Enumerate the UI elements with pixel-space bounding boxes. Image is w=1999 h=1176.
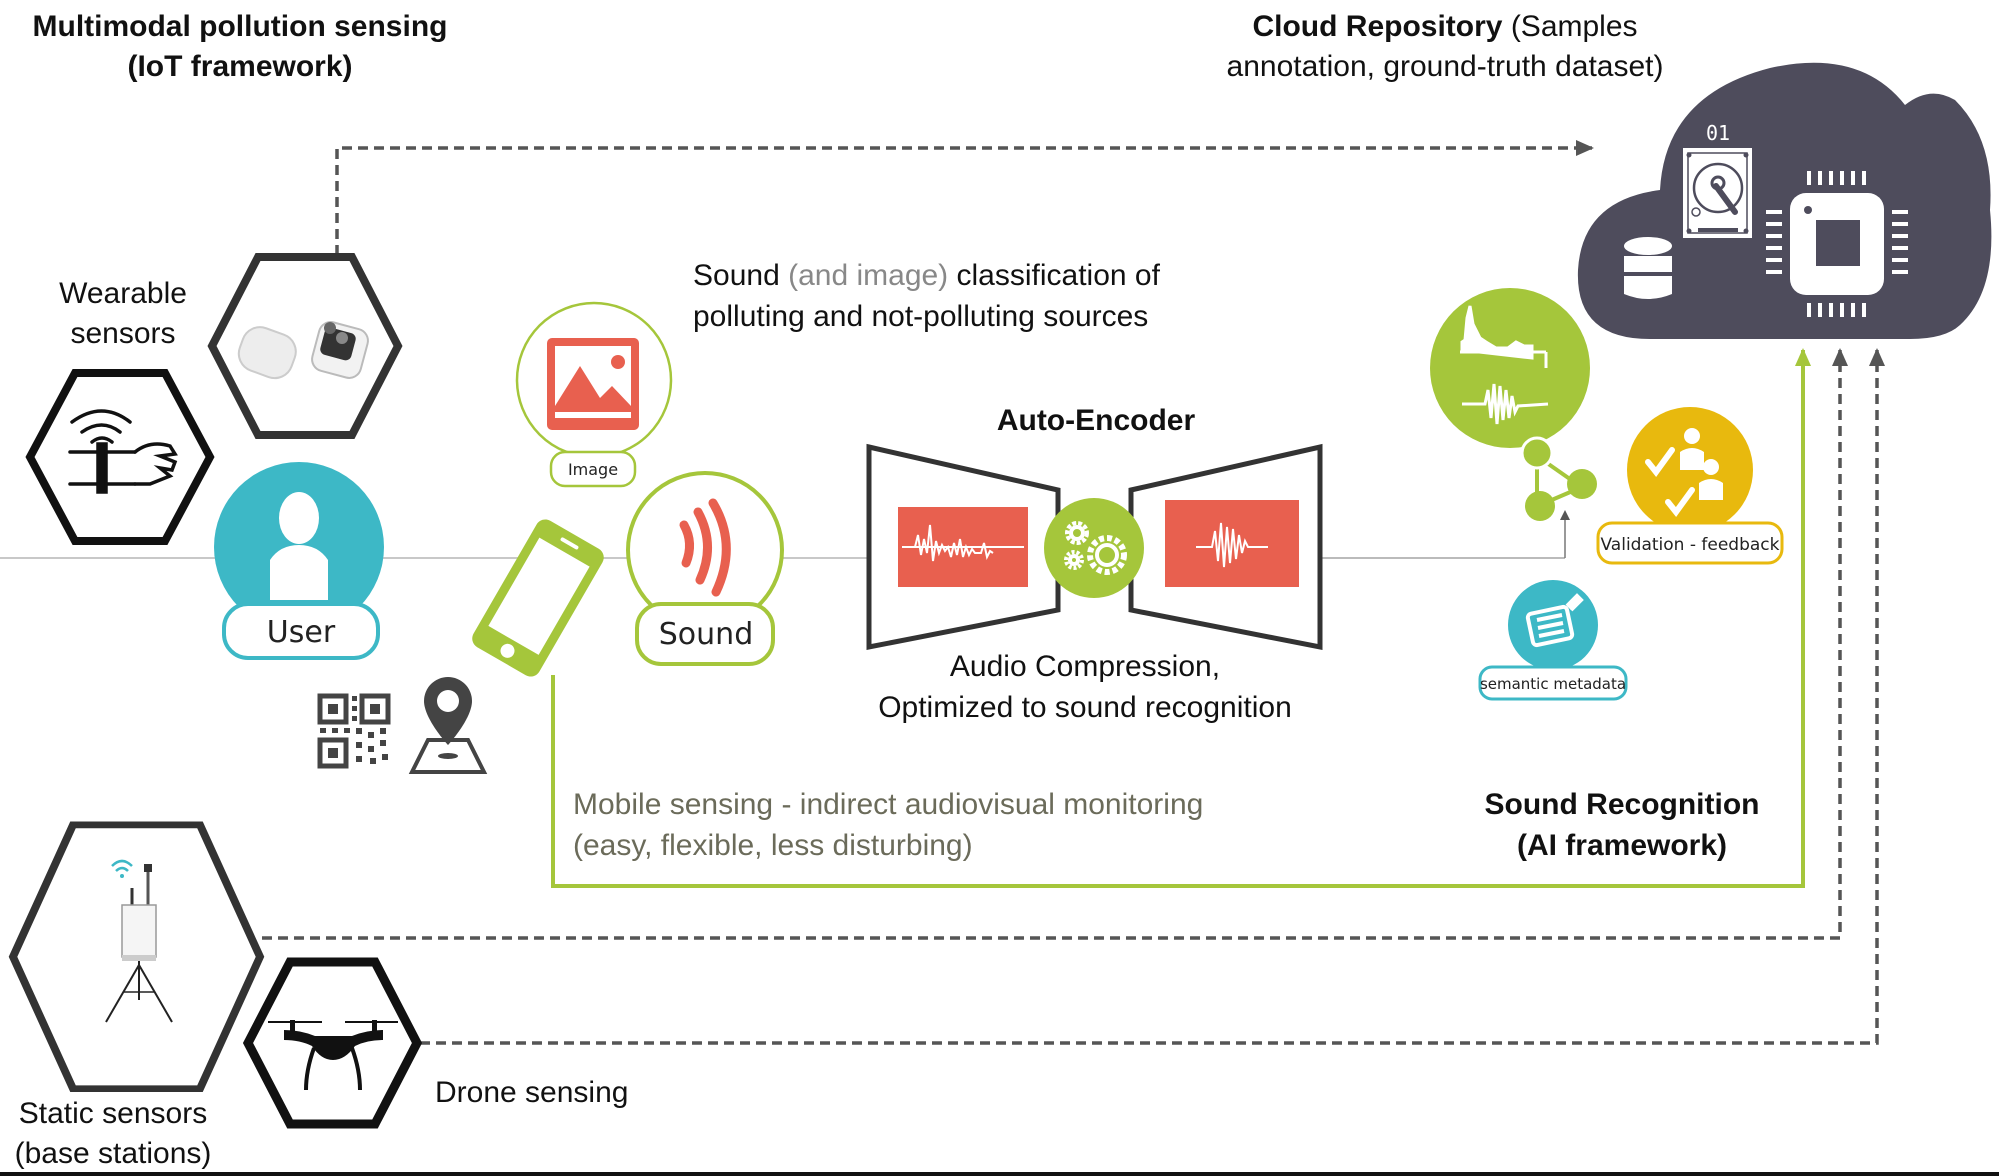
dashed-connector-static-cloud: [262, 348, 1848, 940]
image-label-pill: [549, 450, 637, 488]
drone-icon: [268, 1020, 398, 1091]
wearable-device-icon: [237, 321, 369, 380]
sound-recognition-node: [1430, 288, 1597, 521]
drone-hexagon: [242, 957, 423, 1129]
person-icon: [270, 492, 328, 600]
input-waveform-icon: [902, 524, 1024, 562]
smartphone-icon: [472, 519, 604, 677]
wearable-devices-hexagon: [207, 253, 403, 439]
green-connector-mobile-cloud: [551, 348, 1811, 888]
note-pin-icon: [1525, 593, 1584, 648]
autoencoder-diagram: [866, 443, 1323, 651]
classification-image: (and image): [788, 259, 948, 292]
gears-icon: [1064, 521, 1127, 575]
classification-sound: Sound: [693, 259, 788, 292]
user-node[interactable]: User: [214, 462, 384, 660]
dashed-connector-drone-cloud: [420, 348, 1885, 1045]
users-check-icon: [1645, 428, 1723, 517]
image-label: Image: [568, 460, 618, 479]
sound-recognition-line2: (AI framework): [1517, 829, 1727, 862]
sound-label-pill: [635, 602, 775, 666]
autoencoder-caption1: Audio Compression,: [950, 650, 1220, 683]
sound-node[interactable]: Sound: [626, 471, 784, 666]
cloud-shape: [1577, 62, 1992, 339]
title-left-line2: (IoT framework): [127, 50, 352, 83]
title-cloud-bold: Cloud Repository: [1252, 10, 1502, 43]
static-sensors-line2: (base stations): [15, 1137, 212, 1170]
wearable-label-line1: Wearable: [59, 277, 187, 310]
mobile-sensing-line1: Mobile sensing - indirect audiovisual mo…: [573, 788, 1203, 821]
mobile-sensing-line2: (easy, flexible, less disturbing): [573, 829, 973, 862]
sound-recognition-line1: Sound Recognition: [1485, 788, 1760, 821]
image-node[interactable]: Image: [515, 301, 673, 488]
wrist-wearable-icon: [68, 409, 178, 494]
sound-waves-icon: [679, 498, 731, 597]
hard-disk-icon: [1683, 148, 1752, 238]
classification-line1: Sound (and image) classification of: [693, 259, 1161, 292]
sound-label: Sound: [659, 617, 753, 652]
chip-pins-left: [1766, 210, 1782, 274]
user-label: User: [267, 615, 336, 650]
image-icon: [547, 338, 639, 430]
bottom-border: [0, 1172, 1999, 1176]
title-cloud-line1: Cloud Repository (Samples: [1252, 10, 1637, 43]
location-pin-icon: [408, 677, 488, 774]
chip-pins-bottom: [1807, 303, 1866, 317]
drone-sensing-label: Drone sensing: [435, 1076, 628, 1109]
semantic-metadata-node[interactable]: semantic metadata: [1478, 580, 1628, 701]
chip-pins-top: [1807, 171, 1866, 185]
validation-label-pill: [1596, 521, 1784, 565]
wearable-label-line2: sensors: [70, 317, 175, 350]
title-left-line1: Multimodal pollution sensing: [33, 10, 448, 43]
title-cloud-rest: (Samples: [1502, 10, 1637, 43]
cloud-repository[interactable]: 01: [1577, 62, 1992, 339]
database-icon: [1624, 237, 1672, 299]
semantic-label: semantic metadata: [1480, 675, 1626, 693]
semantic-label-pill: [1478, 665, 1628, 701]
static-sensor-hexagon: [8, 821, 265, 1093]
chip-pins-right: [1892, 210, 1908, 274]
validation-node[interactable]: Validation - feedback: [1596, 407, 1784, 565]
base-station-icon: [105, 859, 173, 1023]
output-waveform-icon: [1196, 522, 1268, 568]
user-label-pill: [222, 602, 380, 660]
autoencoder-caption2: Optimized to sound recognition: [878, 691, 1292, 724]
dashed-connector-wearable-cloud: [335, 140, 1594, 255]
classification-rest: classification of: [948, 259, 1160, 292]
autoencoder-title: Auto-Encoder: [997, 404, 1196, 437]
spectrum-waveform-icon: [1460, 305, 1549, 425]
validation-label: Validation - feedback: [1601, 535, 1780, 555]
static-sensors-line1: Static sensors: [19, 1097, 207, 1130]
qr-code-icon: [317, 693, 391, 769]
processor-chip-icon: [1766, 171, 1908, 317]
latent-gears-circle: [1044, 498, 1144, 598]
disk-label: 01: [1706, 121, 1730, 145]
classification-line2: polluting and not-polluting sources: [693, 300, 1148, 333]
title-cloud-line2: annotation, ground-truth dataset): [1227, 50, 1664, 83]
network-nodes-icon: [1520, 436, 1597, 521]
wrist-sensor-hexagon: [25, 369, 215, 545]
